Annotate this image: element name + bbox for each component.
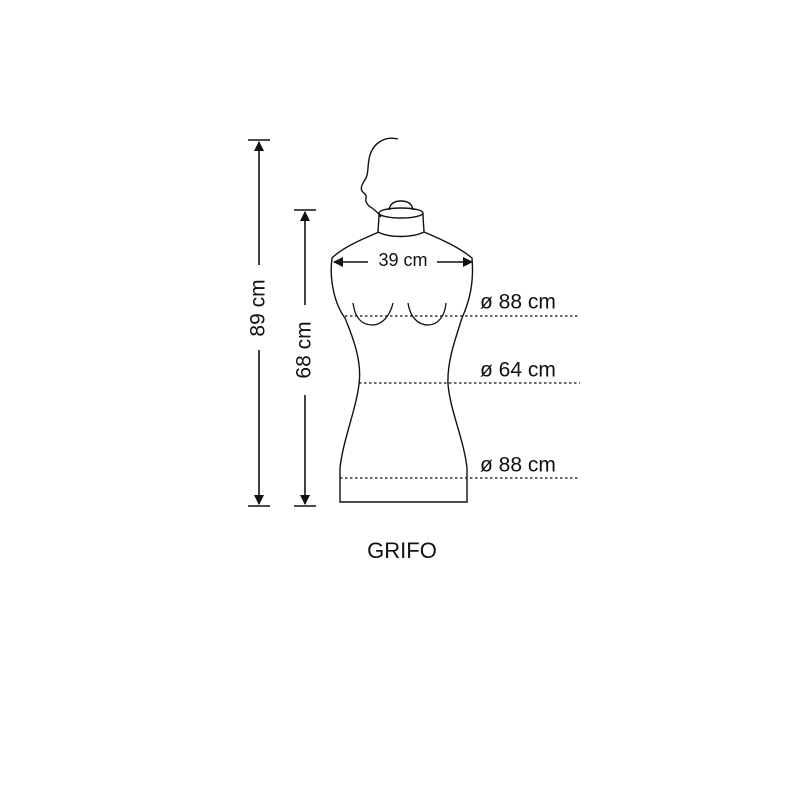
total-height-dimension: 89 cm [247, 139, 270, 507]
shoulder-width-label: 39 cm [378, 250, 427, 270]
total-height-label: 89 cm [247, 279, 270, 336]
mannequin-outline [330, 137, 474, 503]
hip-dimension: ø 88 cm [340, 454, 580, 479]
shoulder-width-dimension: 39 cm [333, 250, 473, 270]
model-name: GRIFO [367, 538, 437, 563]
head-outline [360, 137, 399, 218]
neck-stand-cap [388, 200, 414, 211]
neck-top-ring [378, 207, 424, 219]
bust-dimension: ø 88 cm [345, 291, 580, 317]
neck-collar [377, 212, 425, 238]
bust-label: ø 88 cm [480, 291, 556, 314]
torso-body [330, 231, 474, 503]
left-bust-curve [352, 302, 394, 326]
right-bust-curve [407, 302, 447, 326]
torso-height-label: 68 cm [293, 321, 316, 378]
waist-label: ø 64 cm [480, 359, 556, 382]
hip-label: ø 88 cm [480, 454, 556, 477]
waist-dimension: ø 64 cm [359, 359, 580, 384]
torso-height-dimension: 68 cm [293, 209, 316, 507]
